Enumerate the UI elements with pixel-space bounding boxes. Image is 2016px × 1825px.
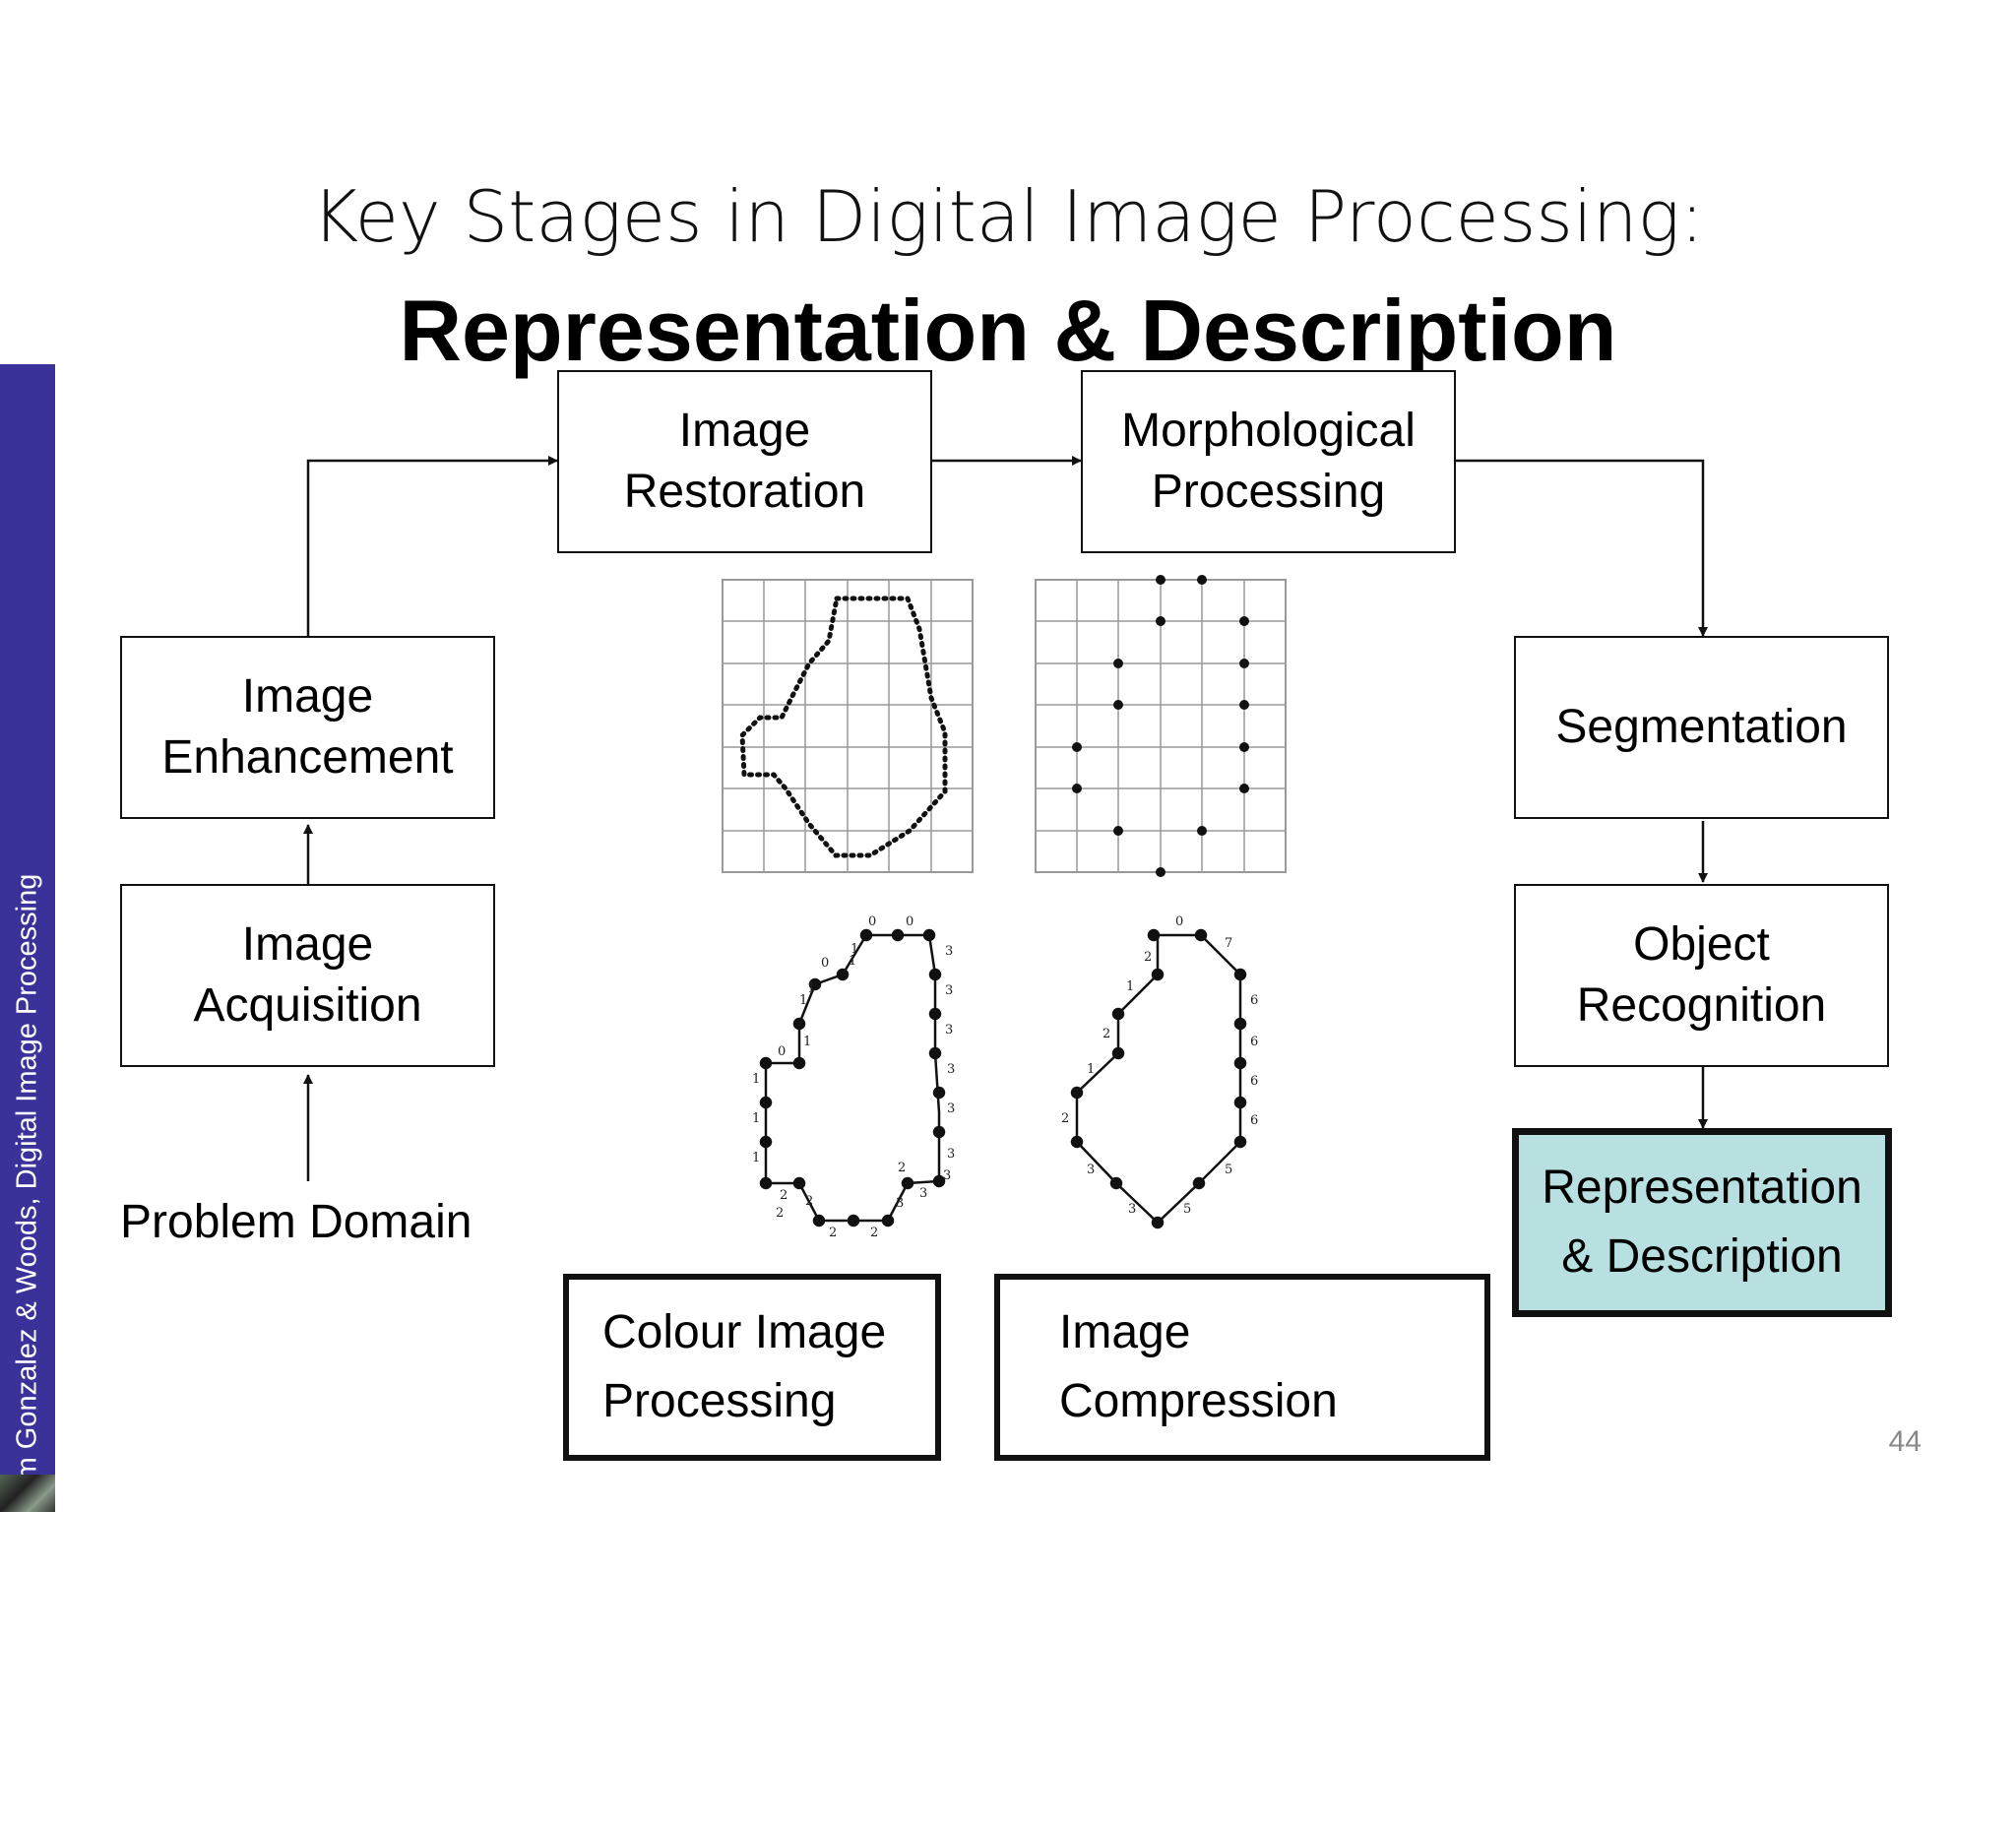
chain-label: 1 [1126, 979, 1134, 994]
chain-label: 1 [752, 1151, 760, 1165]
segmentation-label: Segmentation [1555, 701, 1848, 753]
image-compression-label: Image Compression [1059, 1306, 1338, 1427]
chain-label: 3 [945, 1023, 953, 1038]
slide-subtitle: Representation & Description [399, 282, 1617, 379]
chain-label: 0 [1175, 914, 1183, 929]
problem-domain-label: Problem Domain [120, 1196, 472, 1248]
chain-label: 2 [870, 1226, 878, 1240]
chain-label: 1 [803, 1035, 811, 1049]
chain-label: 2 [780, 1188, 788, 1203]
chain-label: 6 [1250, 1113, 1258, 1128]
chain-label: 3 [945, 983, 953, 998]
chain-label: 3 [947, 1062, 955, 1077]
chain-label: 1 [752, 1111, 760, 1126]
chain-label: 1 [799, 993, 807, 1008]
chain-label: 2 [776, 1206, 784, 1221]
chain-label: 3 [896, 1196, 904, 1211]
image-enhancement-label: Image Enhancement [161, 670, 454, 784]
chain-label: 1 [850, 942, 858, 957]
representation-description-box: Representation & Description [1512, 1128, 1892, 1317]
image-acquisition-label: Image Acquisition [193, 918, 422, 1032]
chain-label: 7 [1225, 936, 1232, 951]
segmentation-box: Segmentation [1514, 636, 1889, 819]
chain-label: 2 [1061, 1111, 1069, 1126]
colour-image-processing-box: Colour Image Processing [563, 1274, 941, 1461]
chain-label: 5 [1183, 1202, 1191, 1217]
object-recognition-box: Object Recognition [1514, 884, 1889, 1067]
image-acquisition-box: Image Acquisition [120, 884, 495, 1067]
chain-label: 3 [947, 1101, 955, 1116]
morphological-processing-box: Morphological Processing [1081, 370, 1456, 553]
chain-label: 3 [943, 1168, 951, 1183]
object-recognition-label: Object Recognition [1576, 918, 1827, 1032]
chain-label: 6 [1250, 1035, 1258, 1049]
chain-label: 2 [1144, 950, 1152, 965]
chain-label: 2 [805, 1194, 813, 1209]
chain-label: 1 [752, 1072, 760, 1087]
chain-label: 3 [919, 1186, 927, 1201]
page-number: 44 [1888, 1425, 1922, 1458]
eight-direction-chain-code-figure: 0 7 6 6 6 6 5 5 3 3 2 1 2 1 2 [1061, 914, 1258, 1229]
chain-label: 0 [778, 1044, 786, 1059]
chain-label: 2 [829, 1226, 837, 1240]
colour-image-processing-label: Colour Image Processing [602, 1306, 887, 1427]
image-enhancement-box: Image Enhancement [120, 636, 495, 819]
image-restoration-box: Image Restoration [557, 370, 932, 553]
boundary-grid-figure [722, 579, 974, 873]
chain-label: 6 [1250, 1074, 1258, 1089]
morphological-processing-label: Morphological Processing [1121, 405, 1416, 518]
slide-title: Key Stages in Digital Image Processing: [312, 175, 1704, 258]
image-compression-box: Image Compression [994, 1274, 1490, 1461]
chain-label: 2 [898, 1161, 906, 1175]
chain-label: 1 [849, 954, 856, 969]
chain-label: 2 [1102, 1027, 1110, 1041]
corner-thumbnail [0, 1475, 55, 1512]
arrow-enhancement-to-restoration [306, 456, 558, 636]
resampled-grid-figure [1035, 575, 1287, 877]
representation-description-label: Representation & Description [1542, 1162, 1862, 1283]
flow-connectors: 0 0 0 1 1 1 1 1 0 1 1 1 2 2 2 2 3 3 3 3 … [303, 456, 1708, 1240]
arrow-morphological-to-segmentation [1455, 459, 1708, 637]
chain-label: 3 [945, 944, 953, 959]
chain-label: 6 [1250, 993, 1258, 1008]
chain-label: 3 [1087, 1163, 1095, 1177]
side-band: Images taken from Gonzalez & Woods, Digi… [0, 364, 55, 1693]
chain-label: 3 [947, 1147, 955, 1162]
chain-label: 0 [821, 956, 829, 971]
chain-label: 0 [868, 914, 876, 929]
chain-label: 5 [1225, 1163, 1232, 1177]
chain-label: 1 [807, 981, 815, 996]
image-restoration-label: Image Restoration [623, 405, 866, 518]
chain-label: 0 [906, 914, 914, 929]
chain-label: 1 [1087, 1062, 1095, 1077]
four-direction-chain-code-figure: 0 0 0 1 1 1 1 1 0 1 1 1 2 2 2 2 3 3 3 3 … [752, 914, 955, 1240]
chain-label: 3 [1128, 1202, 1136, 1217]
